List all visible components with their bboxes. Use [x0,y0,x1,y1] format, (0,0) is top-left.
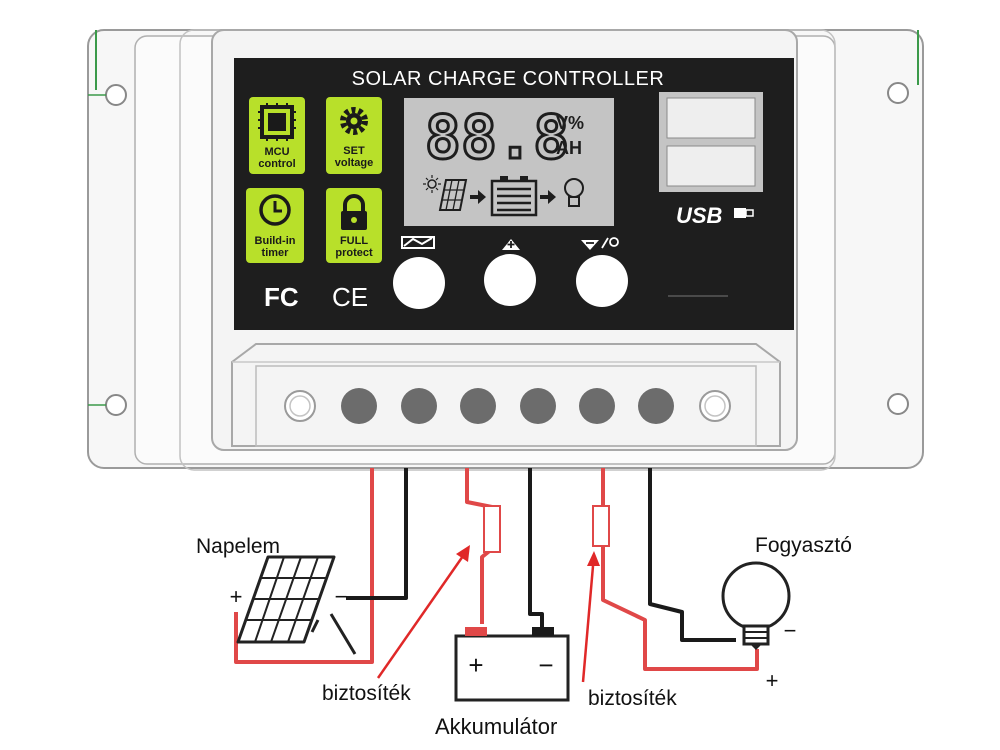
battery-positive-terminal [465,627,487,636]
label-load: Fogyasztó [755,534,852,557]
fcc-mark: FC [264,282,299,312]
terminal-solar-minus [401,388,437,424]
badge-timer-line2: timer [262,247,290,259]
badge-mcu-control: MCU control [249,97,305,174]
badge-timer-line1: Build-in [255,235,296,247]
usb-port-1 [666,97,756,139]
battery-negative-terminal [532,627,554,636]
down-load-button[interactable] [576,255,628,307]
terminal-solar-plus [341,388,377,424]
wire-load-positive [601,468,759,671]
load-minus-sign: − [784,618,797,643]
label-solar-panel: Napelem [196,535,280,558]
plus-icon [502,239,520,250]
fuse-load [592,505,610,547]
usb-ports: USB [659,92,763,228]
arrow-icon [470,190,486,204]
wire-battery-negative [528,468,544,630]
badge-set-line1: SET [343,145,365,157]
lcd-display: 88.8 V% AH [404,98,614,226]
lock-icon [341,194,367,230]
lcd-solar-panel-icon [438,179,468,211]
label-battery: Akkumulátor [435,714,557,739]
terminal-block [231,343,781,447]
badge-set-line2: voltage [335,157,374,169]
fuse-battery [483,505,501,553]
chip-icon [258,103,296,141]
lcd-bulb-icon [564,178,584,207]
badge-mcu-line1: MCU [264,146,289,158]
minus-load-icon [581,237,619,250]
wire-load-negative [648,468,736,642]
lcd-unit-bottom: AH [556,138,582,158]
mount-hole-tl [105,84,127,106]
lcd-battery-icon [490,176,538,217]
ce-mark: CE [332,282,368,312]
terminal-load-minus [638,388,674,424]
wire-solar-negative [346,468,408,600]
solar-minus-sign: − [335,584,348,609]
usb-label: USB [676,203,723,228]
controller-title: SOLAR CHARGE CONTROLLER [352,68,665,90]
usb-port-2 [666,145,756,187]
terminal-load-plus [579,388,615,424]
terminal-battery-minus [520,388,556,424]
wire-solar-positive [234,468,374,664]
gear-icon [340,107,368,135]
battery-minus-sign: − [538,650,553,680]
menu-button[interactable] [393,257,445,309]
arrow-icon [540,190,556,204]
mount-hole-tr [887,82,909,104]
load-plus-sign: + [766,668,779,693]
badge-full-protect: FULL protect [326,188,382,263]
up-button[interactable] [484,254,536,306]
usb-plug-icon [734,208,754,218]
clock-icon [259,194,291,226]
battery-plus-sign: + [468,650,483,680]
lcd-digits: 88.8 [425,103,570,173]
menu-icon [401,236,435,249]
sun-icon [423,175,441,193]
bulb-icon [721,561,791,650]
battery-icon [454,627,570,702]
solar-panel-icon [236,555,357,655]
badge-mcu-line2: control [258,158,295,170]
mount-hole-bl [105,394,127,416]
label-fuse-right: biztosíték [588,687,677,710]
terminal-battery-plus [460,388,496,424]
solar-plus-sign: + [230,584,243,609]
badge-set-voltage: SET voltage [326,97,382,174]
fuse-pointer-arrows [376,545,600,683]
lcd-unit-top: V% [556,113,584,133]
mount-hole-br [887,393,909,415]
badge-protect-line1: FULL [340,235,368,247]
label-fuse-left: biztosíték [322,682,411,705]
badge-protect-line2: protect [335,247,373,259]
badge-build-in-timer: Build-in timer [246,188,304,263]
